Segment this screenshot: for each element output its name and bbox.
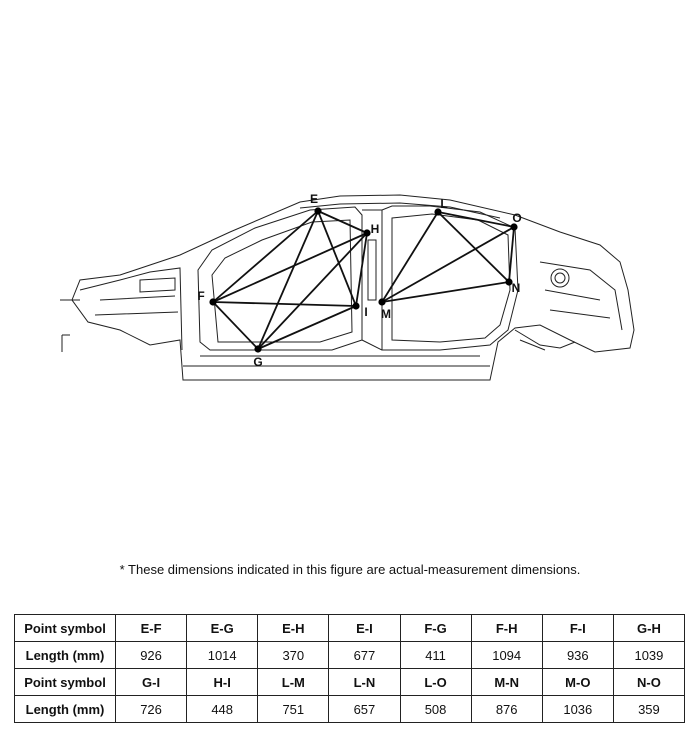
point-symbol-cell: L-O <box>399 668 472 696</box>
measurement-line-e-g <box>257 210 319 350</box>
measurement-note: * These dimensions indicated in this fig… <box>119 562 581 577</box>
point-g-marker <box>254 345 262 353</box>
measurement-line-f-h <box>212 232 368 303</box>
measurement-line-m-o <box>381 226 515 303</box>
point-symbol-cell: E-F <box>114 614 188 642</box>
point-symbol-cell: M-O <box>541 668 614 696</box>
length-cell: 370 <box>257 641 330 669</box>
measurement-line-h-i <box>355 232 368 307</box>
point-e-label: E <box>310 192 318 206</box>
length-cell: 448 <box>186 695 259 723</box>
length-cell: 726 <box>114 695 188 723</box>
point-symbol-cell: N-O <box>612 668 686 696</box>
length-cell: 936 <box>541 641 614 669</box>
length-cell: 1036 <box>541 695 614 723</box>
point-i-label: I <box>364 305 367 319</box>
point-symbol-cell: F-G <box>399 614 472 642</box>
point-f-label: F <box>197 289 204 303</box>
measurement-line-g-h <box>257 232 368 350</box>
point-l-label: L <box>440 197 447 211</box>
length-header: Length (mm) <box>14 695 116 723</box>
point-o-marker <box>510 223 518 231</box>
point-m-label: M <box>381 307 391 321</box>
point-symbol-header: Point symbol <box>14 614 116 642</box>
length-cell: 876 <box>470 695 543 723</box>
point-symbol-cell: E-I <box>328 614 401 642</box>
point-symbol-cell: L-N <box>328 668 401 696</box>
length-cell: 677 <box>328 641 401 669</box>
point-symbol-cell: F-H <box>470 614 543 642</box>
measurement-line-n-o <box>508 226 515 283</box>
length-header: Length (mm) <box>14 641 116 669</box>
length-cell: 1039 <box>612 641 686 669</box>
measurement-line-e-f <box>212 210 319 303</box>
measurement-line-f-i <box>212 301 357 307</box>
point-symbol-cell: E-H <box>257 614 330 642</box>
car-body-side-diagram: E F G H I L M N O <box>60 192 635 381</box>
point-i-marker <box>352 302 360 310</box>
point-g-label: G <box>253 355 262 369</box>
measurement-line-m-n <box>381 281 510 303</box>
point-h-marker <box>363 229 371 237</box>
length-cell: 657 <box>328 695 401 723</box>
point-n-label: N <box>512 281 521 295</box>
point-symbol-cell: H-I <box>186 668 259 696</box>
measurement-points: E F G H I L M N O <box>197 192 521 369</box>
length-cell: 359 <box>612 695 686 723</box>
point-o-label: O <box>512 211 521 225</box>
car-body-outline <box>60 194 635 381</box>
measurement-line-l-o <box>437 211 515 228</box>
point-symbol-cell: L-M <box>257 668 330 696</box>
point-m-marker <box>378 298 386 306</box>
length-cell: 508 <box>399 695 472 723</box>
length-cell: 411 <box>399 641 472 669</box>
point-f-marker <box>209 298 217 306</box>
measurement-lines <box>212 210 515 350</box>
point-h-label: H <box>371 222 380 236</box>
point-e-marker <box>314 207 322 215</box>
measurement-line-l-n <box>437 211 510 283</box>
measurement-line-e-h <box>317 210 368 234</box>
point-n-marker <box>505 278 513 286</box>
point-l-marker <box>434 208 442 216</box>
length-cell: 751 <box>257 695 330 723</box>
point-symbol-cell: G-H <box>612 614 686 642</box>
measurement-line-e-i <box>317 210 357 307</box>
point-symbol-cell: F-I <box>541 614 614 642</box>
length-cell: 1094 <box>470 641 543 669</box>
point-symbol-cell: G-I <box>114 668 188 696</box>
length-cell: 926 <box>114 641 188 669</box>
measurement-line-l-m <box>381 211 439 303</box>
point-symbol-cell: E-G <box>186 614 259 642</box>
point-symbol-header: Point symbol <box>14 668 116 696</box>
measurement-line-g-i <box>257 305 357 350</box>
measurement-line-f-g <box>212 301 259 350</box>
point-symbol-cell: M-N <box>470 668 543 696</box>
length-cell: 1014 <box>186 641 259 669</box>
